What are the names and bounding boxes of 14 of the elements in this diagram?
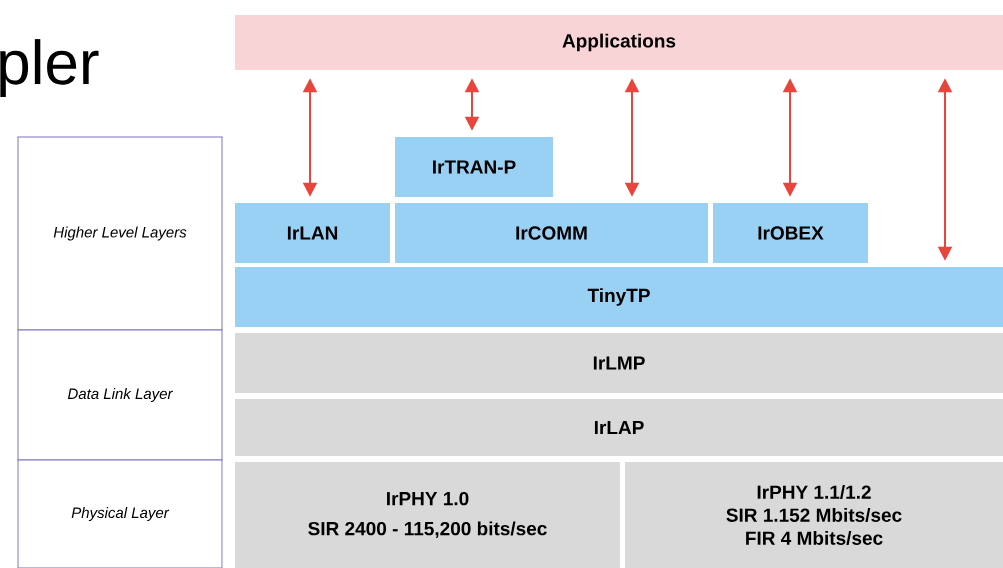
protocol-box: IrLAN bbox=[235, 203, 390, 263]
protocol-box: IrCOMM bbox=[395, 203, 708, 263]
protocol-box: IrLMP bbox=[235, 333, 1003, 393]
protocol-box: IrPHY 1.0 SIR 2400 - 115,200 bits/sec bbox=[235, 462, 620, 568]
title-text: pler bbox=[0, 39, 99, 97]
protocol-box: IrPHY 1.1/1.2 SIR 1.152 Mbits/sec FIR 4 Mbits/sec bbox=[625, 462, 1003, 568]
protocol-box: IrTRAN-P bbox=[395, 137, 553, 197]
protocol-box: IrOBEX bbox=[713, 203, 868, 263]
layer-label-box: Higher Level Layers bbox=[17, 136, 223, 331]
layer-label-box: Physical Layer bbox=[17, 459, 223, 568]
protocol-box: IrLAP bbox=[235, 399, 1003, 456]
layer-box: Applications bbox=[235, 15, 1003, 70]
layer-label-box: Data Link Layer bbox=[17, 329, 223, 461]
protocol-box: TinyTP bbox=[235, 267, 1003, 327]
